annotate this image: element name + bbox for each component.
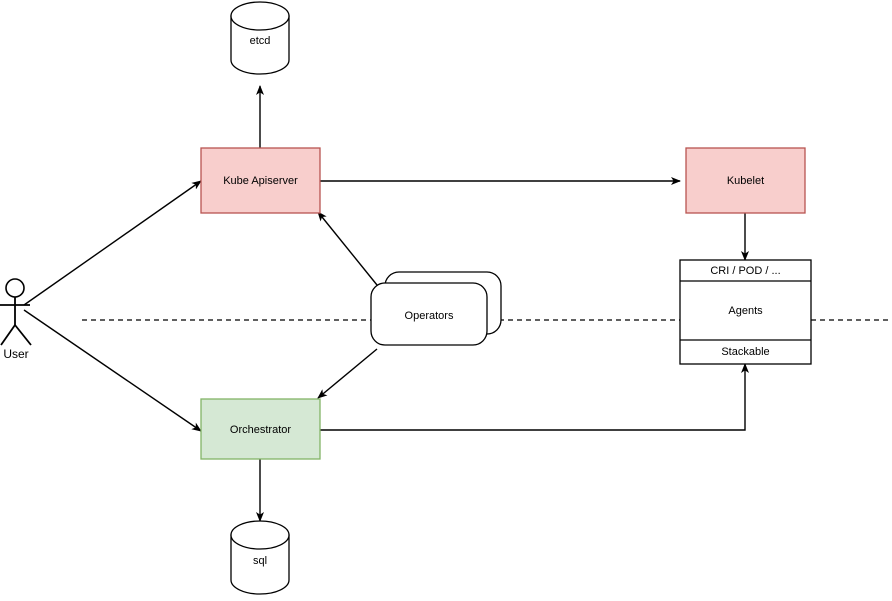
agents-stack-footer-label: Stackable <box>721 346 769 358</box>
node-user-actor[interactable]: User <box>0 278 32 361</box>
node-kubelet[interactable]: Kubelet <box>685 147 806 214</box>
kube-apiserver-box <box>200 147 321 214</box>
node-sql[interactable]: sql <box>230 520 290 595</box>
edge-orchestrator-to-stackable <box>320 363 749 431</box>
etcd-label: etcd <box>250 35 271 47</box>
node-operators[interactable]: Operators <box>370 271 502 346</box>
user-leg-left <box>0 324 16 346</box>
etcd-cylinder-top <box>230 1 290 31</box>
orchestrator-label: Orchestrator <box>230 424 291 436</box>
node-agents-stack[interactable]: CRI / POD / ... Agents Stackable <box>679 259 812 365</box>
etcd-cylinder-body <box>230 15 290 75</box>
kube-apiserver-label: Kube Apiserver <box>223 175 298 187</box>
operators-front-card <box>370 282 488 346</box>
node-etcd[interactable]: etcd <box>230 1 290 75</box>
user-label: User <box>3 347 28 361</box>
kubelet-box <box>685 147 806 214</box>
sql-cylinder-top <box>230 520 290 550</box>
sql-cylinder-body <box>230 534 290 595</box>
agents-stack-body-label: Agents <box>728 305 763 317</box>
agents-stack-box <box>679 259 812 365</box>
edge-operators-to-apiserver <box>317 211 378 286</box>
orchestrator-box <box>200 398 321 460</box>
node-orchestrator[interactable]: Orchestrator <box>200 398 321 460</box>
node-kube-apiserver[interactable]: Kube Apiserver <box>200 147 321 214</box>
edge-user-to-orchestrator <box>23 309 202 432</box>
operators-label: Operators <box>405 310 454 322</box>
edge-user-to-apiserver <box>23 180 202 306</box>
edge-operators-to-orchestrator <box>317 348 378 399</box>
kubelet-label: Kubelet <box>727 175 764 187</box>
user-head-icon <box>5 278 25 298</box>
sql-label: sql <box>253 555 267 567</box>
user-leg-right <box>14 324 32 346</box>
agents-stack-header-label: CRI / POD / ... <box>710 265 780 277</box>
